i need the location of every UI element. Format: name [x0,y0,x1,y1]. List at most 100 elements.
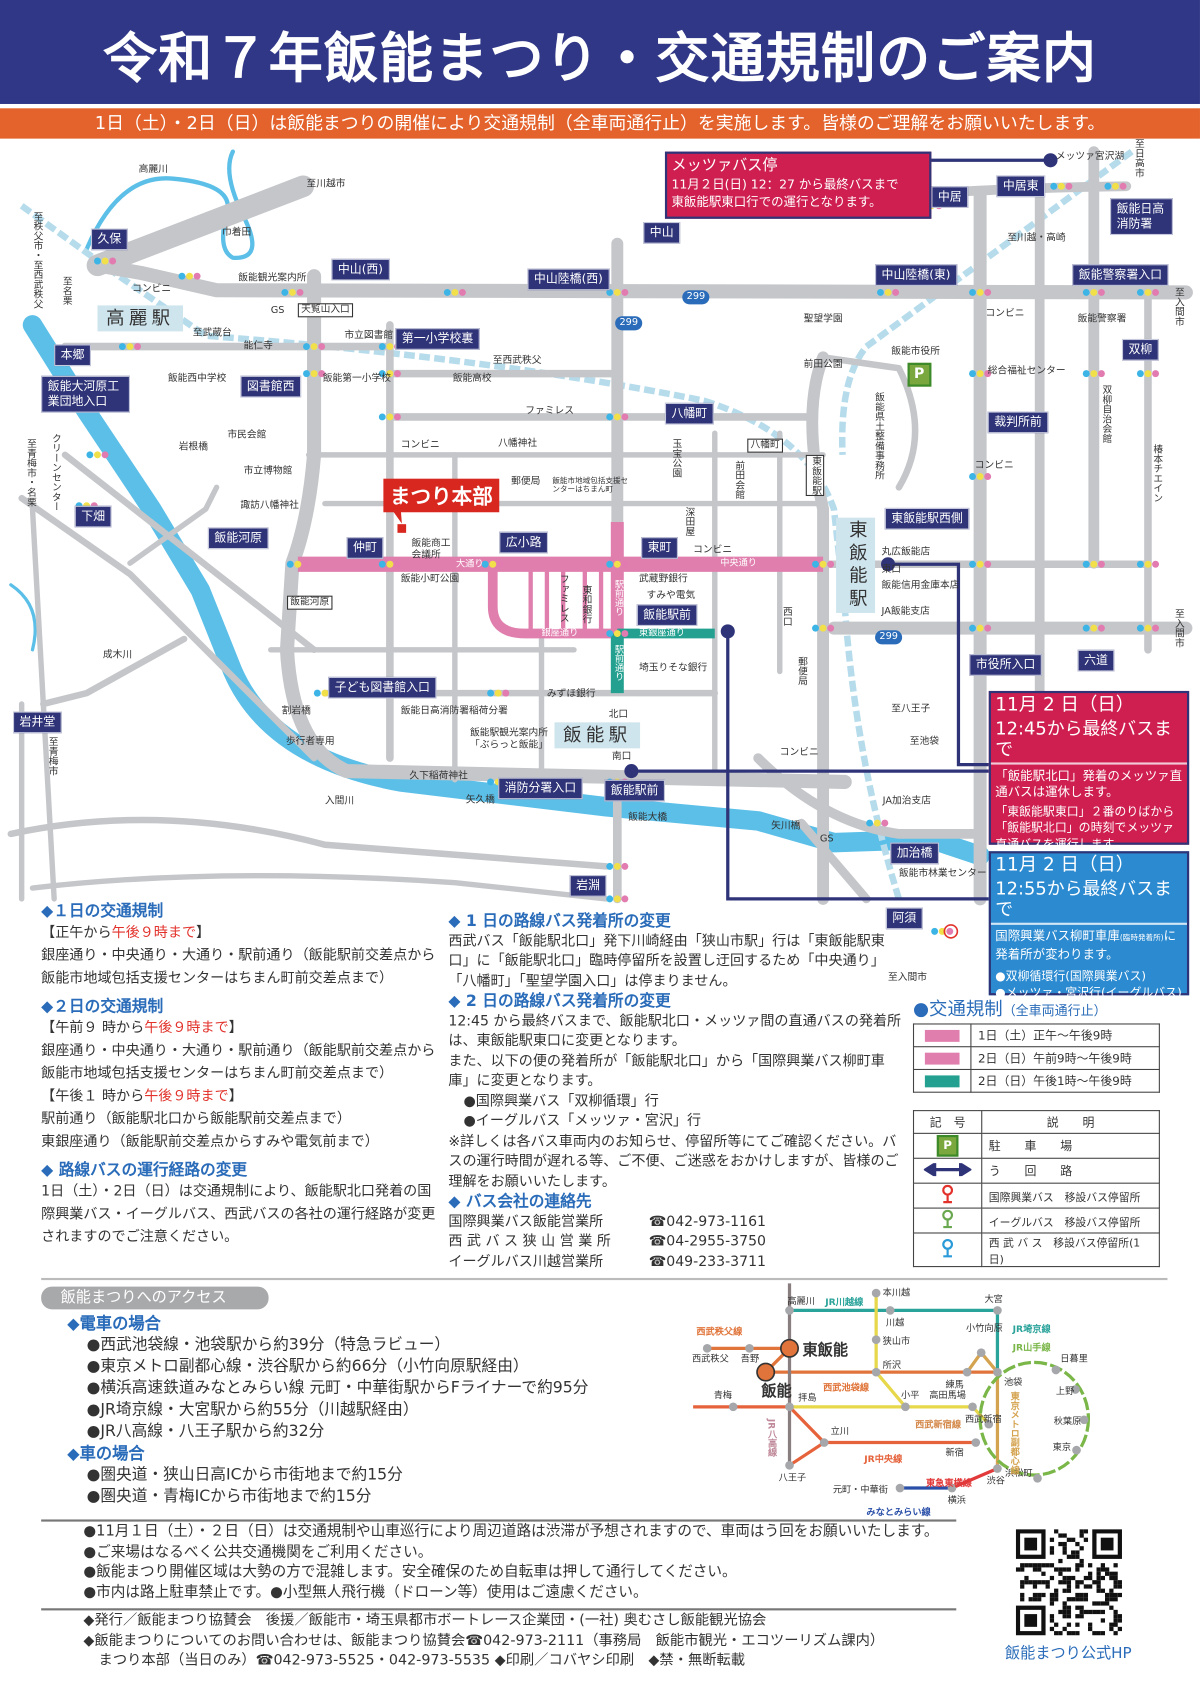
map-place-label: 歩行者専用 [285,736,335,748]
rail-station-dot [785,1306,794,1315]
rail-line-label: 東京メトロ副都心線 [1008,1391,1021,1476]
traffic-signal-icon [1082,624,1090,632]
rail-station-label: 川越 [886,1317,904,1329]
rail-station-dot [984,1419,994,1429]
rail-station-dot [756,1362,776,1382]
notice-blue-p1: 国際興業バス柳町車庫 [995,928,1120,944]
traffic-signal-icon [451,288,459,296]
map-place-label: 飯能大橋 [628,812,668,824]
legend-period: 2日（日）午後1時～午後9時 [970,1068,1160,1093]
map-place-label: 飯能高校 [452,373,492,385]
parking-icon: P [936,1134,959,1157]
rail-line [965,1350,1000,1469]
day2-body2a: 駅前通り（飯能駅北口から飯能駅前交差点まで） [41,1111,351,1128]
traffic-signal-icon [502,689,510,697]
traffic-signal-icon [1097,624,1105,632]
bus-company-phone[interactable]: ☎042-973-1161 [648,1213,767,1230]
traffic-signal-icon [193,272,201,280]
map-place-label: 前田公園 [803,359,843,371]
rail-station-label: 横浜 [948,1494,966,1506]
intersection-label: 飯能日高消防署 [1110,198,1173,236]
map-place-label: 南口 [611,751,632,763]
map-place-label: 至名栗 [60,276,72,306]
day2-body2b: 東銀座通り（飯能駅前交差点からすみや電気前まで） [41,1133,379,1151]
traffic-signal-icon [873,819,881,827]
rail-line [693,1405,976,1445]
map-place-label: 成木川 [102,649,133,661]
intersection-label: 六道 [1077,649,1115,672]
traffic-signal-icon [969,624,976,632]
traffic-signal-icon [458,288,466,296]
car-access-item: ●圏央道・狭山日高ICから市街地まで約15分 [86,1466,403,1484]
intersection-label: 東飯能駅西側 [884,507,970,530]
intersection-label: 下畑 [74,505,112,528]
traffic-signal-icon [296,288,304,296]
map-place-label: コンビニ [400,439,440,451]
bus-stop-dot [720,624,735,639]
day2-body: 銀座通り・中央通り・大通り・駅前通り（飯能駅前交差点から飯能市地域包括支援センタ… [41,1042,436,1082]
rail-station-label: 高麗川 [787,1295,815,1307]
rail-station-dot [993,1464,1002,1473]
map-place-label: GS [270,305,285,317]
bus-day2-body1: 12:45 から最終バスまで、飯能駅北口・メッツァ間の直通バスの発着所は、東飯能… [448,1013,902,1050]
rail-station-dot [1079,1415,1089,1425]
traffic-signal-icon [827,624,835,632]
bus-stop-dot [1043,153,1058,168]
road [279,269,852,789]
rail-station-dot [993,1306,1002,1315]
map-place-label: 諏訪八幡神社 [240,500,299,512]
legend-title-sub: （全車両通行止） [1002,1002,1107,1019]
road [797,818,871,904]
traffic-signal-icon [1082,370,1090,378]
rail-station-dot [780,1338,799,1358]
intersection-label: 飯能駅前 [636,604,698,626]
intersection-label: 八幡町 [664,402,714,425]
traffic-signal-icon [621,630,629,638]
qr-code[interactable] [1015,1529,1122,1636]
traffic-signal-icon [1136,560,1144,568]
description-header: 説 明 [981,1110,1160,1134]
map-place-label: 天覧山入口 [297,303,354,318]
traffic-signal-icon [134,343,142,351]
traffic-signal-icon [378,370,386,378]
map-place-label: 市立博物館 [243,465,293,477]
map-place-label: 飯能観光案内所 [238,272,307,284]
bus-day2-note: ※詳しくは各バス車両内のお知らせ、停留所等にてご確認ください。バスの運行時間が遅… [448,1133,899,1190]
rail-line-label: JR山手線 [1012,1342,1052,1354]
footer-line: まつり本部（当日のみ）☎042-973-5525・042-973-5535 ◆印… [98,1652,746,1669]
intersection-label: 岩淵 [569,875,607,897]
intersection-label: 図書館西 [240,375,302,398]
train-access-item: ●横浜高速鉄道みなとみらい線 元町・中華街駅からFライナーで約95分 [86,1379,589,1398]
note-item: ●飯能まつり開催区域は大勢の方で混雑します。安全確保のため自転車は押して通行して… [83,1562,737,1581]
map-place-label: 至川越・高崎 [1007,232,1066,244]
traffic-signal-icon [621,413,629,421]
rail-station-label: 東飯能 [803,1341,848,1359]
rail-station-label: 上野 [1056,1386,1074,1397]
notice-red: 11月 2 日（日） 12:45から最終バスまで 「飯能駅北口」発着のメッツァ直… [988,690,1190,851]
traffic-signal-icon [109,257,117,265]
traffic-signal-icon [984,370,992,378]
route-299-shield: 299 [875,630,903,645]
day2-time-post: 】 [228,1020,243,1037]
traffic-signal-icon [386,343,394,351]
intersection-label: 裁判所前 [987,411,1049,434]
notice-red-date: 11月 2 日（日） [995,694,1135,716]
traffic-signal-icon [984,624,992,632]
traffic-signal-icon [606,862,614,870]
map-place-label: JA加治支店 [882,796,932,807]
rail-station-label: 東京 [1053,1441,1071,1453]
traffic-signal-icon [378,343,386,351]
metsa-notice-line1: 11月２日(日) 12：27 から最終バスまで [671,176,899,192]
map-place-label: GS [819,833,834,845]
symbol-desc: う 回 路 [981,1157,1160,1184]
rail-line-label: みなとみらい線 [866,1506,931,1518]
road [18,494,318,762]
map-place-label: 市立図書館 [344,330,394,342]
pink-swatch [924,1029,960,1042]
day2-time-pre: 【午前９ 時から [41,1020,145,1037]
traffic-signal-icon [393,413,401,421]
bus-company-phone[interactable]: ☎04-2955-3750 [648,1233,767,1250]
road-name-label: 大通り [455,558,484,570]
bus-company-phone[interactable]: ☎049-233-3711 [648,1253,767,1270]
map-place-label: 至八王子 [891,703,931,715]
